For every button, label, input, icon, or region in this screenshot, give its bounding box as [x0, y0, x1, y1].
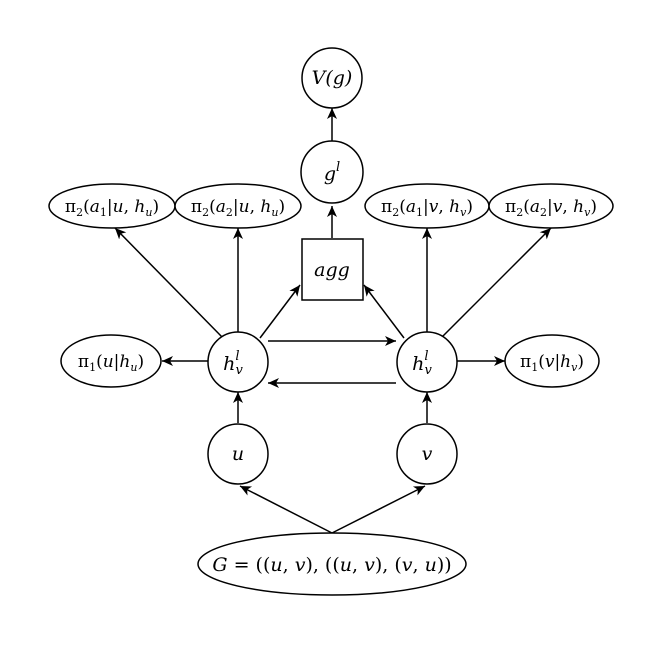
pi2-a2-v-label: π2(a2|v, hv) [505, 197, 597, 219]
node-pi1-u: π1(u|hu) [60, 334, 162, 388]
u-label: u [232, 443, 244, 465]
node-v: v [396, 423, 458, 485]
node-pi1-v: π1(v|hv) [504, 334, 600, 388]
edge-hright-to-pi2a2v [440, 227, 552, 339]
pi2-a1-v-label: π2(a1|v, hv) [381, 197, 473, 219]
edge-hleft-to-pi2a1u [114, 227, 224, 339]
node-pi2-a2-v: π2(a2|v, hv) [488, 183, 614, 229]
node-g-l: gl [300, 140, 364, 204]
node-u: u [207, 423, 269, 485]
node-G: G = ((u, v), ((u, v), (v, u)) [197, 532, 467, 596]
svg-text:V(g): V(g) [312, 67, 353, 89]
edge-G-to-u [239, 485, 333, 534]
pi2-a1-u-label: π2(a1|u, hu) [65, 197, 159, 219]
value-label: V(g) [312, 67, 353, 89]
G-label: G = ((u, v), ((u, v), (v, u)) [212, 554, 451, 576]
pi2-a2-u-label: π2(a2|u, hu) [191, 197, 285, 219]
node-agg: agg [301, 238, 364, 301]
edge-hleft-to-agg [259, 284, 301, 339]
agg-label: agg [314, 259, 350, 281]
node-pi2-a1-u: π2(a1|u, hu) [48, 183, 176, 229]
svg-text:v: v [422, 443, 433, 465]
edge-hright-to-agg [363, 284, 405, 339]
node-V-g: V(g) [301, 47, 363, 109]
svg-text:u: u [232, 443, 244, 465]
edges [114, 108, 552, 534]
node-pi2-a2-u: π2(a2|u, hu) [174, 183, 302, 229]
v-label: v [422, 443, 433, 465]
edge-G-to-v [331, 485, 426, 534]
node-pi2-a1-v: π2(a1|v, hv) [364, 183, 490, 229]
svg-text:agg: agg [314, 259, 350, 281]
